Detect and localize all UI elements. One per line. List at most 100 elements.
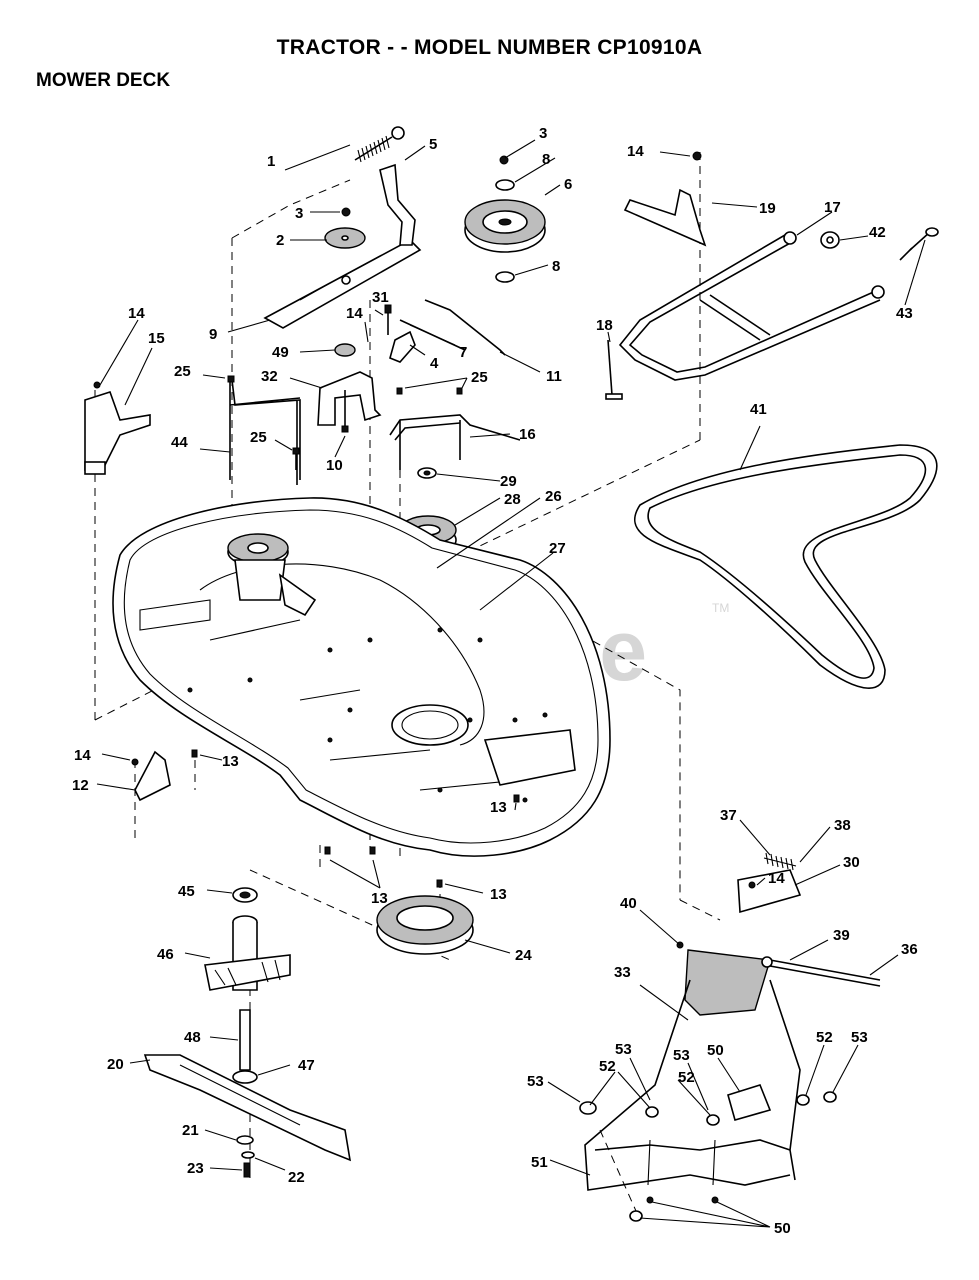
nut-14-top-right bbox=[692, 151, 702, 161]
nut-3 bbox=[341, 207, 351, 217]
callout-30: 30 bbox=[843, 854, 860, 871]
callout-47: 47 bbox=[298, 1057, 315, 1074]
leader-lines bbox=[96, 139, 926, 1228]
callout-25: 25 bbox=[174, 363, 191, 380]
callout-6: 6 bbox=[564, 176, 572, 193]
drive-belt-41 bbox=[633, 444, 938, 689]
blade-20 bbox=[143, 1054, 352, 1162]
nut-29 bbox=[417, 467, 437, 479]
pin-18 bbox=[605, 339, 623, 400]
pin-43 bbox=[899, 227, 939, 261]
callout-46: 46 bbox=[157, 946, 174, 963]
callout-14: 14 bbox=[627, 143, 644, 160]
shaft-48 bbox=[239, 1009, 251, 1071]
callout-22: 22 bbox=[288, 1169, 305, 1186]
bracket-50 bbox=[727, 1084, 772, 1121]
bolt-25-mid bbox=[292, 447, 300, 470]
mower-deck-27 bbox=[112, 497, 611, 857]
bolt-13-d bbox=[436, 879, 443, 888]
callout-4: 4 bbox=[430, 355, 439, 372]
callout-1: 1 bbox=[267, 153, 275, 170]
spindle-housing-46 bbox=[204, 915, 291, 991]
pulley-hub-47 bbox=[232, 1070, 258, 1084]
callout-14: 14 bbox=[128, 305, 145, 322]
frame-17 bbox=[618, 231, 885, 381]
hardware-52-53 bbox=[579, 1091, 837, 1222]
callout-19: 19 bbox=[759, 200, 776, 217]
callout-32: 32 bbox=[261, 368, 278, 385]
bolt-13-c bbox=[324, 846, 376, 855]
deck-spindle-assembly bbox=[227, 533, 317, 617]
callout-29: 29 bbox=[500, 473, 517, 490]
callout-labels: 1 2 3 3 4 5 6 7 8 8 9 10 11 12 13 13 13 … bbox=[72, 125, 918, 1237]
callout-14: 14 bbox=[74, 747, 91, 764]
bracket-15 bbox=[84, 391, 151, 475]
washer-8-top bbox=[495, 179, 515, 191]
shield-51 bbox=[584, 979, 801, 1191]
washer-49 bbox=[334, 343, 356, 357]
hanger-44 bbox=[229, 379, 301, 485]
callout-33: 33 bbox=[614, 964, 631, 981]
callout-45: 45 bbox=[178, 883, 195, 900]
callout-13: 13 bbox=[371, 890, 388, 907]
callout-10: 10 bbox=[326, 457, 343, 474]
callout-44: 44 bbox=[171, 434, 188, 451]
callout-38: 38 bbox=[834, 817, 851, 834]
callout-52: 52 bbox=[678, 1069, 695, 1086]
callout-3: 3 bbox=[295, 205, 303, 222]
callout-26: 26 bbox=[545, 488, 562, 505]
callout-50: 50 bbox=[707, 1042, 724, 1059]
washer-42 bbox=[820, 231, 840, 249]
callout-39: 39 bbox=[833, 927, 850, 944]
callout-24: 24 bbox=[515, 947, 532, 964]
callout-50: 50 bbox=[774, 1220, 791, 1237]
bolt-13-b bbox=[513, 794, 520, 803]
bracket-12 bbox=[131, 750, 171, 802]
bolt-31 bbox=[384, 304, 392, 335]
link-5 bbox=[379, 163, 416, 246]
spring-1 bbox=[354, 126, 405, 163]
callout-13: 13 bbox=[222, 753, 239, 770]
callout-48: 48 bbox=[184, 1029, 201, 1046]
callout-27: 27 bbox=[549, 540, 566, 557]
callout-53: 53 bbox=[851, 1029, 868, 1046]
rod-36 bbox=[769, 959, 881, 987]
callout-25: 25 bbox=[471, 369, 488, 386]
chute-33 bbox=[676, 941, 773, 1016]
callout-41: 41 bbox=[750, 401, 767, 418]
callout-5: 5 bbox=[429, 136, 437, 153]
callout-37: 37 bbox=[720, 807, 737, 824]
callout-51: 51 bbox=[531, 1154, 548, 1171]
callout-23: 23 bbox=[187, 1160, 204, 1177]
callout-14: 14 bbox=[768, 870, 785, 887]
callout-52: 52 bbox=[599, 1058, 616, 1075]
bracket-30 bbox=[737, 869, 802, 914]
page-title: TRACTOR - - MODEL NUMBER CP10910A bbox=[276, 36, 703, 59]
nut-14-left bbox=[93, 381, 101, 389]
spring-37 bbox=[763, 852, 797, 871]
callout-13: 13 bbox=[490, 799, 507, 816]
callout-14: 14 bbox=[346, 305, 363, 322]
hanger-16 bbox=[389, 387, 521, 470]
bolt-23 bbox=[243, 1162, 251, 1178]
washer-8-bottom bbox=[495, 271, 515, 283]
bearing-45 bbox=[232, 887, 258, 903]
washer-21 bbox=[236, 1135, 254, 1145]
callout-52: 52 bbox=[816, 1029, 833, 1046]
bolt-13-a bbox=[191, 749, 198, 758]
callout-43: 43 bbox=[896, 305, 913, 322]
washer-2 bbox=[324, 227, 366, 249]
pulley-arm-9 bbox=[263, 239, 422, 329]
bearing-plate-24 bbox=[376, 895, 474, 955]
callout-42: 42 bbox=[869, 224, 886, 241]
callout-53: 53 bbox=[527, 1073, 544, 1090]
callout-8: 8 bbox=[552, 258, 560, 275]
callout-12: 12 bbox=[72, 777, 89, 794]
bolt-25-left bbox=[227, 375, 235, 383]
watermark-trademark: TM bbox=[712, 601, 729, 615]
bracket-32 bbox=[317, 371, 382, 426]
bolt-10 bbox=[341, 390, 349, 433]
callout-25: 25 bbox=[250, 429, 267, 446]
